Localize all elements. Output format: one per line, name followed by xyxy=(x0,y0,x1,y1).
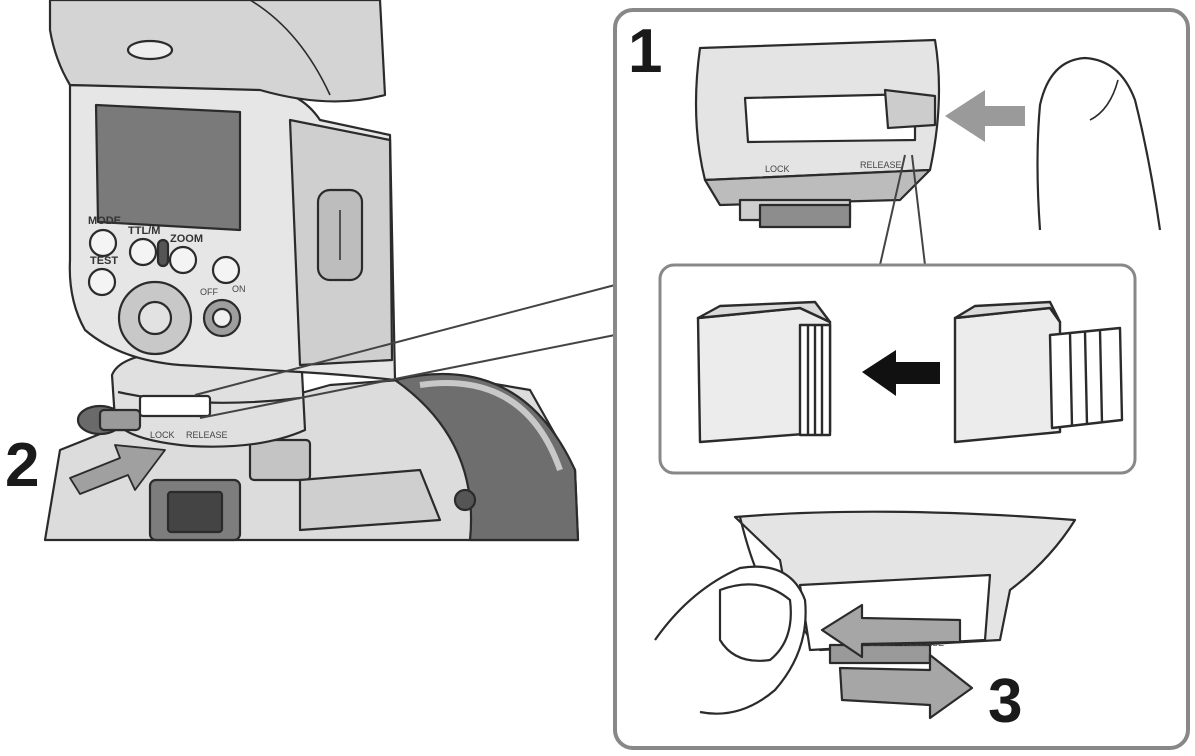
test-label: TEST xyxy=(90,255,118,267)
flash-head xyxy=(50,0,385,101)
ttl-m-button xyxy=(130,239,156,265)
zoom-label: ZOOM xyxy=(170,233,203,245)
ttl-m-label: TTL/M xyxy=(128,225,160,237)
svg-text:RELEASE: RELEASE xyxy=(860,160,902,170)
step-number-1: 1 xyxy=(628,17,662,86)
flash-on-camera-illustration: LOCK RELEASE xyxy=(45,0,578,540)
on-label: ON xyxy=(232,284,246,294)
step-number-3: 3 xyxy=(988,667,1022,736)
lever-locked-state xyxy=(698,302,830,442)
test-button xyxy=(89,269,115,295)
svg-text:RELEASE: RELEASE xyxy=(186,430,228,440)
off-label: OFF xyxy=(200,287,218,297)
svg-text:LOCK: LOCK xyxy=(765,164,790,174)
flash-lock-lever xyxy=(100,410,140,430)
flash-lcd-screen xyxy=(96,105,240,230)
mode-button xyxy=(90,230,116,256)
wireless-button xyxy=(213,257,239,283)
zoom-button xyxy=(170,247,196,273)
svg-text:LOCK: LOCK xyxy=(150,430,175,440)
step-number-2: 2 xyxy=(5,431,39,500)
mode-label: MODE xyxy=(88,215,121,227)
